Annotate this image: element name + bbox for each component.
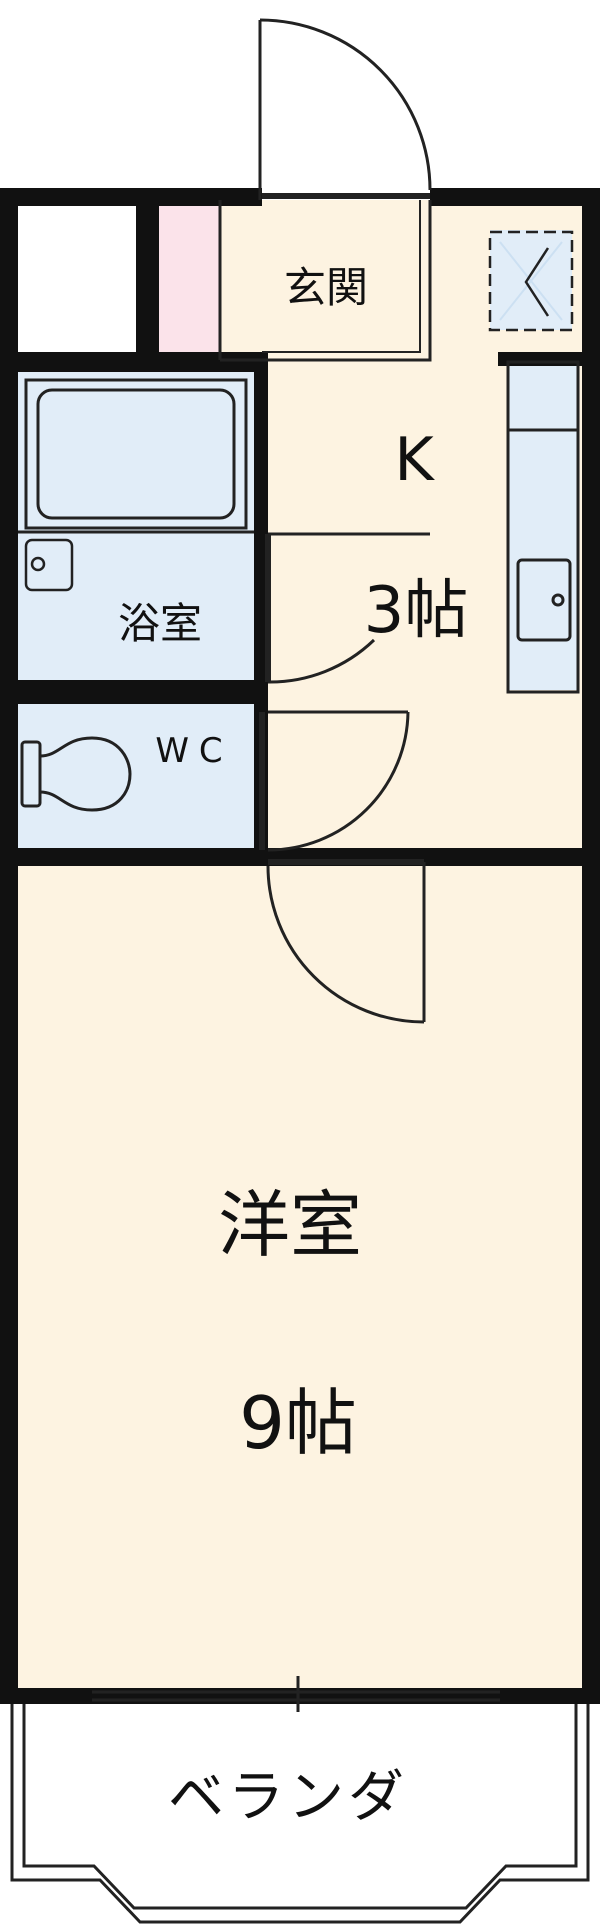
balcony-outline: [10, 1704, 590, 1924]
entrance-step-line-inner: [262, 200, 421, 353]
balcony-sliding-window[interactable]: [92, 1676, 500, 1712]
kitchen-letter-label: K: [394, 425, 435, 495]
shoe-box-outline: [488, 230, 574, 332]
kitchen-counter: [508, 360, 578, 690]
toilet-fixture: [20, 736, 132, 812]
entrance-label: 玄関: [284, 263, 368, 312]
bath-faucet: [24, 538, 74, 592]
kitchen-counter-outline: [506, 360, 580, 694]
western-room-size-label: 9帖: [239, 1381, 357, 1465]
bath-label: 浴室: [118, 599, 202, 648]
closet-accent: [159, 200, 220, 352]
floor-entrance: [220, 200, 430, 360]
floor-western-room: [18, 866, 582, 1688]
toilet-label: WC: [155, 731, 232, 771]
bathtub: [18, 378, 254, 534]
bath-door[interactable]: [265, 532, 430, 684]
entrance-door[interactable]: [258, 18, 432, 200]
kitchen-size-label: 3帖: [364, 574, 469, 648]
western-room-door[interactable]: [266, 859, 426, 1024]
western-room-label: 洋室: [218, 1183, 362, 1267]
floor-bath: [18, 372, 254, 680]
toilet-door[interactable]: [259, 710, 410, 852]
balcony-label: ベランダ: [168, 1765, 408, 1830]
floor-toilet: [18, 704, 254, 848]
entrance-step-line: [218, 200, 432, 362]
